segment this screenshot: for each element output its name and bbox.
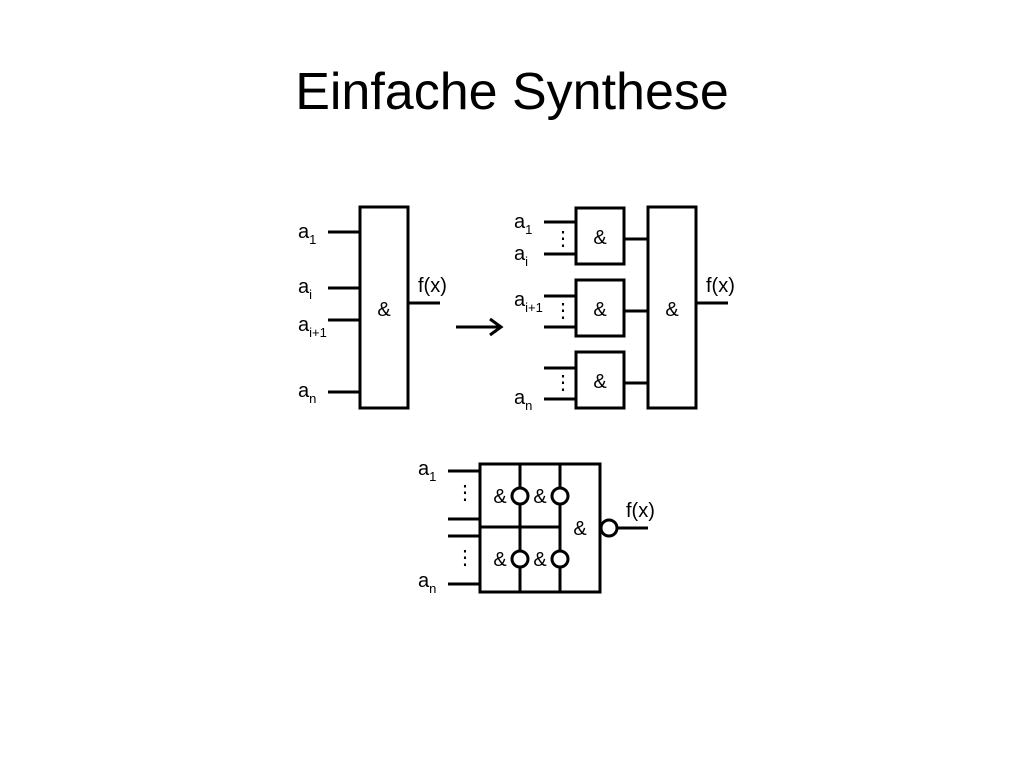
and-symbol: &: [533, 549, 547, 571]
transform-arrow: [456, 317, 504, 337]
ellipsis: ⋮: [553, 372, 573, 394]
inverter-bubble: [599, 518, 619, 538]
and-gate-bottom: [574, 350, 626, 410]
and-symbol: &: [593, 227, 607, 249]
and-symbol: &: [493, 549, 507, 571]
and-symbol: &: [665, 299, 679, 321]
input-label-a1: a1: [418, 458, 436, 484]
and-gate-wide: [358, 205, 410, 410]
and-gate-final: [646, 205, 698, 410]
input-label-an: an: [418, 570, 436, 596]
and-symbol: &: [493, 486, 507, 508]
input-label-a1: a1: [298, 221, 316, 247]
and-symbol: &: [377, 299, 391, 321]
single-and-gate-circuit: & a1 ai ai+1 an f(x): [298, 205, 447, 410]
and-symbol: &: [593, 299, 607, 321]
and-symbol: &: [533, 486, 547, 508]
nand-circuit: & & & & & ⋮ ⋮ a1 an f(x): [418, 458, 655, 596]
cascaded-and-circuit: & & & & ⋮ ⋮ ⋮ a1 ai ai+1 an f(x): [514, 205, 735, 413]
input-label-a1: a1: [514, 211, 532, 237]
ellipsis: ⋮: [455, 482, 475, 504]
inverter-bubble: [550, 486, 570, 506]
and-symbol: &: [593, 371, 607, 393]
inverter-bubble: [550, 549, 570, 569]
inverter-bubble: [510, 549, 530, 569]
output-label: f(x): [626, 500, 655, 522]
output-label: f(x): [706, 275, 735, 297]
and-symbol: &: [573, 518, 587, 540]
output-label: f(x): [418, 275, 447, 297]
slide-title: Einfache Synthese: [295, 63, 729, 121]
ellipsis: ⋮: [455, 547, 475, 569]
input-label-an: an: [514, 387, 532, 413]
ellipsis: ⋮: [553, 300, 573, 322]
ellipsis: ⋮: [553, 228, 573, 250]
and-gate-top: [574, 206, 626, 266]
and-gate-middle: [574, 278, 626, 338]
input-label-an: an: [298, 380, 316, 406]
inverter-bubble: [510, 486, 530, 506]
input-label-ai1: ai+1: [514, 289, 543, 315]
input-label-ai: ai: [514, 243, 528, 269]
input-label-ai1: ai+1: [298, 314, 327, 340]
input-label-ai: ai: [298, 276, 312, 302]
